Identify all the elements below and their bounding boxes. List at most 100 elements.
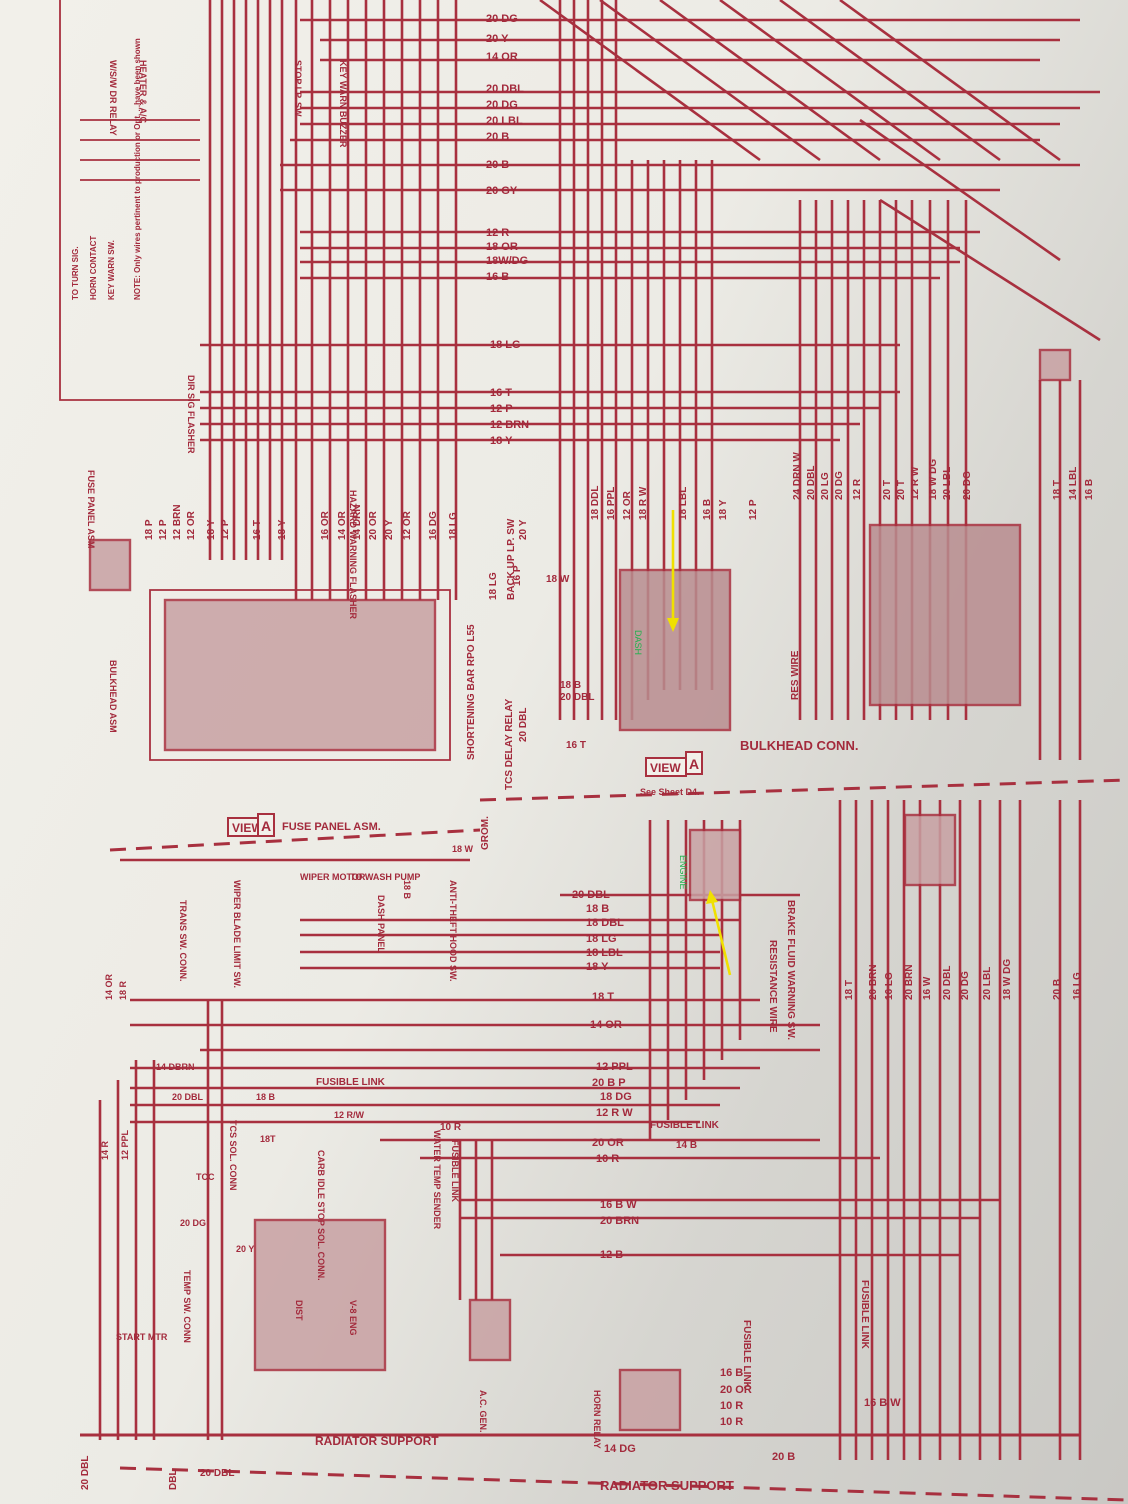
view-caption: FUSE PANEL ASM. <box>282 821 381 833</box>
vertical-wire-label: 20 T <box>896 480 907 500</box>
vertical-wire-label: 12 OR <box>402 510 413 540</box>
component-label: WIPER MOTOR <box>300 872 366 882</box>
brake-connector-block <box>903 813 957 887</box>
upper-wire-label: 20 DG <box>486 13 518 25</box>
note-label: KEY WARN SW. <box>107 240 116 300</box>
note-label: HORN CONTACT <box>89 236 98 300</box>
horn-wire-label: 16 B W <box>864 1397 901 1409</box>
horn-relay-block <box>618 1368 682 1432</box>
upper-wire-label: 16 T <box>490 387 512 399</box>
engine-wire-label: 18 LG <box>586 933 617 945</box>
bottom-wire-label: 20 DBL <box>80 1456 91 1490</box>
horn-wire-label: 20 B <box>772 1451 795 1463</box>
upper-wire-label: 20 Y <box>486 33 509 45</box>
vertical-wire-label: 20 DBL <box>806 466 817 500</box>
engine-wire-label: 12 PPL <box>596 1061 633 1073</box>
vertical-wire-label: 14 DRN <box>352 504 363 540</box>
engine-arrow <box>710 899 732 976</box>
component-label: TCS DELAY RELAY <box>504 698 515 790</box>
component-label: 16 T <box>566 740 586 751</box>
lower-wire-label: 18 B <box>256 1092 276 1102</box>
lower-wire-label: 20 DG <box>180 1218 206 1228</box>
vertical-wire-label: 12 OR <box>186 510 197 540</box>
right-wire-label: 18 T <box>844 980 855 1000</box>
right-wire-label: 16 W <box>922 976 933 1000</box>
view-label: VIEW <box>232 821 263 835</box>
vertical-wire-label: 18 W DG <box>928 459 939 500</box>
engine-wire-label: 18 DBL <box>586 917 624 929</box>
view-letter: A <box>261 818 271 834</box>
component-label: START MTR <box>116 1332 168 1342</box>
component-label: HEATER & A/C <box>138 60 148 124</box>
upper-wire-label: 12 P <box>490 403 513 415</box>
bulkhead-dash-block <box>618 568 732 732</box>
fusible-label: 10 R <box>440 1122 462 1133</box>
fusible-label: FUSIBLE LINK <box>316 1077 386 1088</box>
lower-wire-label: 20 DBL <box>172 1092 204 1102</box>
upper-wire-label: 18 LG <box>490 339 521 351</box>
vertical-wire-label: 18 Y <box>718 499 729 520</box>
horn-wire-label: 10 R <box>720 1416 743 1428</box>
component-label: 20 DBL <box>518 708 529 742</box>
component-label: DIST <box>294 1300 304 1321</box>
vertical-wire-label: 12 P <box>158 519 169 540</box>
lower-wire-label: 12 PPL <box>120 1129 130 1160</box>
right-wire-label: 20 BRN <box>868 964 879 1000</box>
vertical-wire-label: 18 Y <box>206 519 217 540</box>
component-label: V-8 ENG <box>348 1300 358 1336</box>
lower-wire-label: 14 OR <box>104 973 114 1000</box>
engine-wire-label: 18 Y <box>586 961 609 973</box>
vertical-wire-label: 18 T <box>1052 480 1063 500</box>
engine-wire-label: 20 B P <box>592 1077 626 1089</box>
horn-wire-label: 14 DG <box>604 1443 636 1455</box>
vertical-wire-label: 20 Y <box>384 519 395 540</box>
vertical-wire-label: 18 Y <box>277 519 288 540</box>
component-label: 18 W <box>546 574 570 585</box>
component-label: TRANS SW. CONN. <box>178 900 188 982</box>
lower-wire-label: 18 R <box>118 980 128 1000</box>
engine-wire-label: 18 B <box>586 903 609 915</box>
engine-wire-label: 18 DG <box>600 1091 632 1103</box>
right-wire-label: RESISTANCE WIRE <box>767 940 778 1033</box>
engine-wire-label: 18 T <box>592 991 614 1003</box>
vertical-wire-label: 12 P <box>220 519 231 540</box>
vertical-wire-label: 20 DG <box>834 471 845 500</box>
right-wire-label: 20 DG <box>960 971 971 1000</box>
vertical-wire-label: 20 LBL <box>942 467 953 500</box>
engine-wire-label: 20 OR <box>592 1137 624 1149</box>
right-wire-label: 16 LG <box>884 972 895 1000</box>
right-wire-label: 20 DBL <box>942 966 953 1000</box>
horn-wire-label: 10 R <box>720 1400 743 1412</box>
vertical-wire-label: 12 P <box>748 499 759 520</box>
component-label: TEMP SW. CONN <box>182 1270 192 1343</box>
horn-wire-label: 20 OR <box>720 1384 752 1396</box>
right-wire-label: FUSIBLE LINK <box>859 1280 870 1350</box>
upper-wire-label: 12 BRN <box>490 419 529 431</box>
vertical-wire-label: 16 OR <box>320 510 331 540</box>
engine-arrowhead <box>706 890 718 904</box>
note-label: NOTE: Only wires pertinent to production… <box>133 38 142 300</box>
vertical-wire-label: 20 T <box>882 480 893 500</box>
bulkhead-caption: BULKHEAD CONN. <box>740 738 858 753</box>
fuse-panel-label: FUSE PANEL ASM <box>86 470 96 548</box>
engine-wire-label: 20 BRN <box>600 1215 639 1227</box>
bottom-wire-label: DBL <box>168 1469 179 1490</box>
radiator-support-label-1: RADIATOR SUPPORT <box>315 1434 439 1448</box>
lower-wire-label: 14 DBRN <box>156 1062 195 1072</box>
component-label: GROM. <box>480 816 491 850</box>
vertical-wire-label: 18 LG <box>448 512 459 540</box>
fusible-label: FUSIBLE LINK <box>650 1120 720 1131</box>
view-a-bulkhead: VIEW A BULKHEAD CONN. See Sheet D4. <box>640 738 858 797</box>
fuse-panel-label: BULKHEAD ASM <box>108 660 118 733</box>
vertical-wire-label: 24 DRN W <box>792 452 803 500</box>
component-label: W/S/W DR RELAY <box>108 60 118 136</box>
lower-wire-label: 14 R <box>100 1140 110 1160</box>
component-label: 16 P <box>512 565 523 586</box>
right-wire-label: 16 LG <box>1072 972 1083 1000</box>
component-label: TO WASH PUMP <box>350 872 420 882</box>
distributor-block <box>253 1218 387 1372</box>
bulkhead-right-block <box>868 523 1022 707</box>
right-wire-label: FUSIBLE LINK <box>741 1320 752 1390</box>
